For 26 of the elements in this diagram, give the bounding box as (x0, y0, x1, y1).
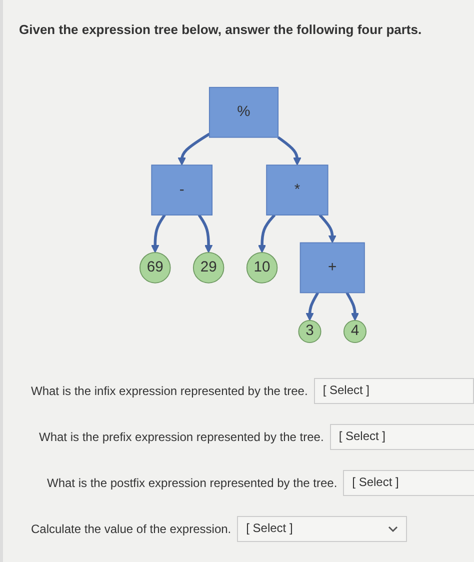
arrow (178, 132, 210, 166)
arrow (306, 292, 320, 321)
node-circle: 3 (298, 320, 322, 344)
answer-select: [ Select ] (314, 378, 474, 404)
answer-select: [ Select ] (237, 516, 408, 542)
node-circle: 69 (140, 252, 171, 284)
question-text: Calculate the value of the expression. (31, 522, 232, 536)
instruction-text: Given the expression tree below, answer the following four parts. (19, 22, 422, 37)
node-circle: 29 (192, 252, 224, 284)
arrow (346, 292, 360, 321)
question-text: What is the infix expression represented by the tree. (31, 384, 308, 398)
arrow (318, 214, 336, 244)
arrow (258, 214, 276, 253)
arrow (198, 214, 213, 253)
answer-select: [ Select ] (330, 424, 474, 450)
arrow (277, 136, 302, 166)
question-text: What is the postfix expression represented by the tree. (47, 476, 338, 490)
arrow (151, 214, 166, 253)
node-box: * (266, 164, 328, 216)
node-box: - (151, 164, 213, 216)
node-box: + (300, 242, 365, 294)
node-box: % (208, 86, 279, 138)
node-circle: 4 (343, 320, 366, 344)
answer-select: [ Select ] (343, 470, 474, 496)
question-text: What is the prefix expression represented by the tree. (39, 430, 324, 444)
node-circle: 10 (246, 252, 278, 284)
